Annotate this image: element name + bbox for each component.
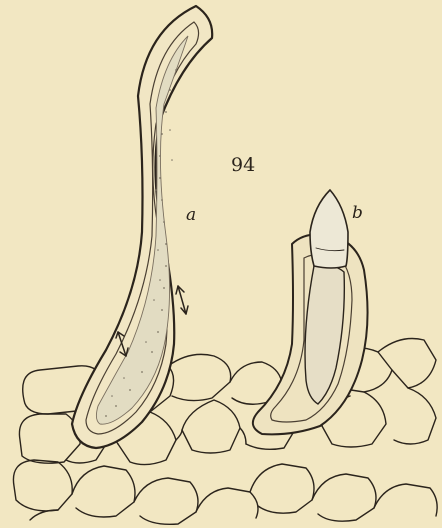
filament-a xyxy=(72,6,212,448)
filament-b-apical-cap xyxy=(310,190,348,268)
figure-number: 94 xyxy=(231,154,255,176)
filament-b xyxy=(253,190,368,434)
label-b: b xyxy=(352,203,363,223)
streaming-arrow-right xyxy=(176,286,188,314)
label-a: a xyxy=(186,205,196,225)
